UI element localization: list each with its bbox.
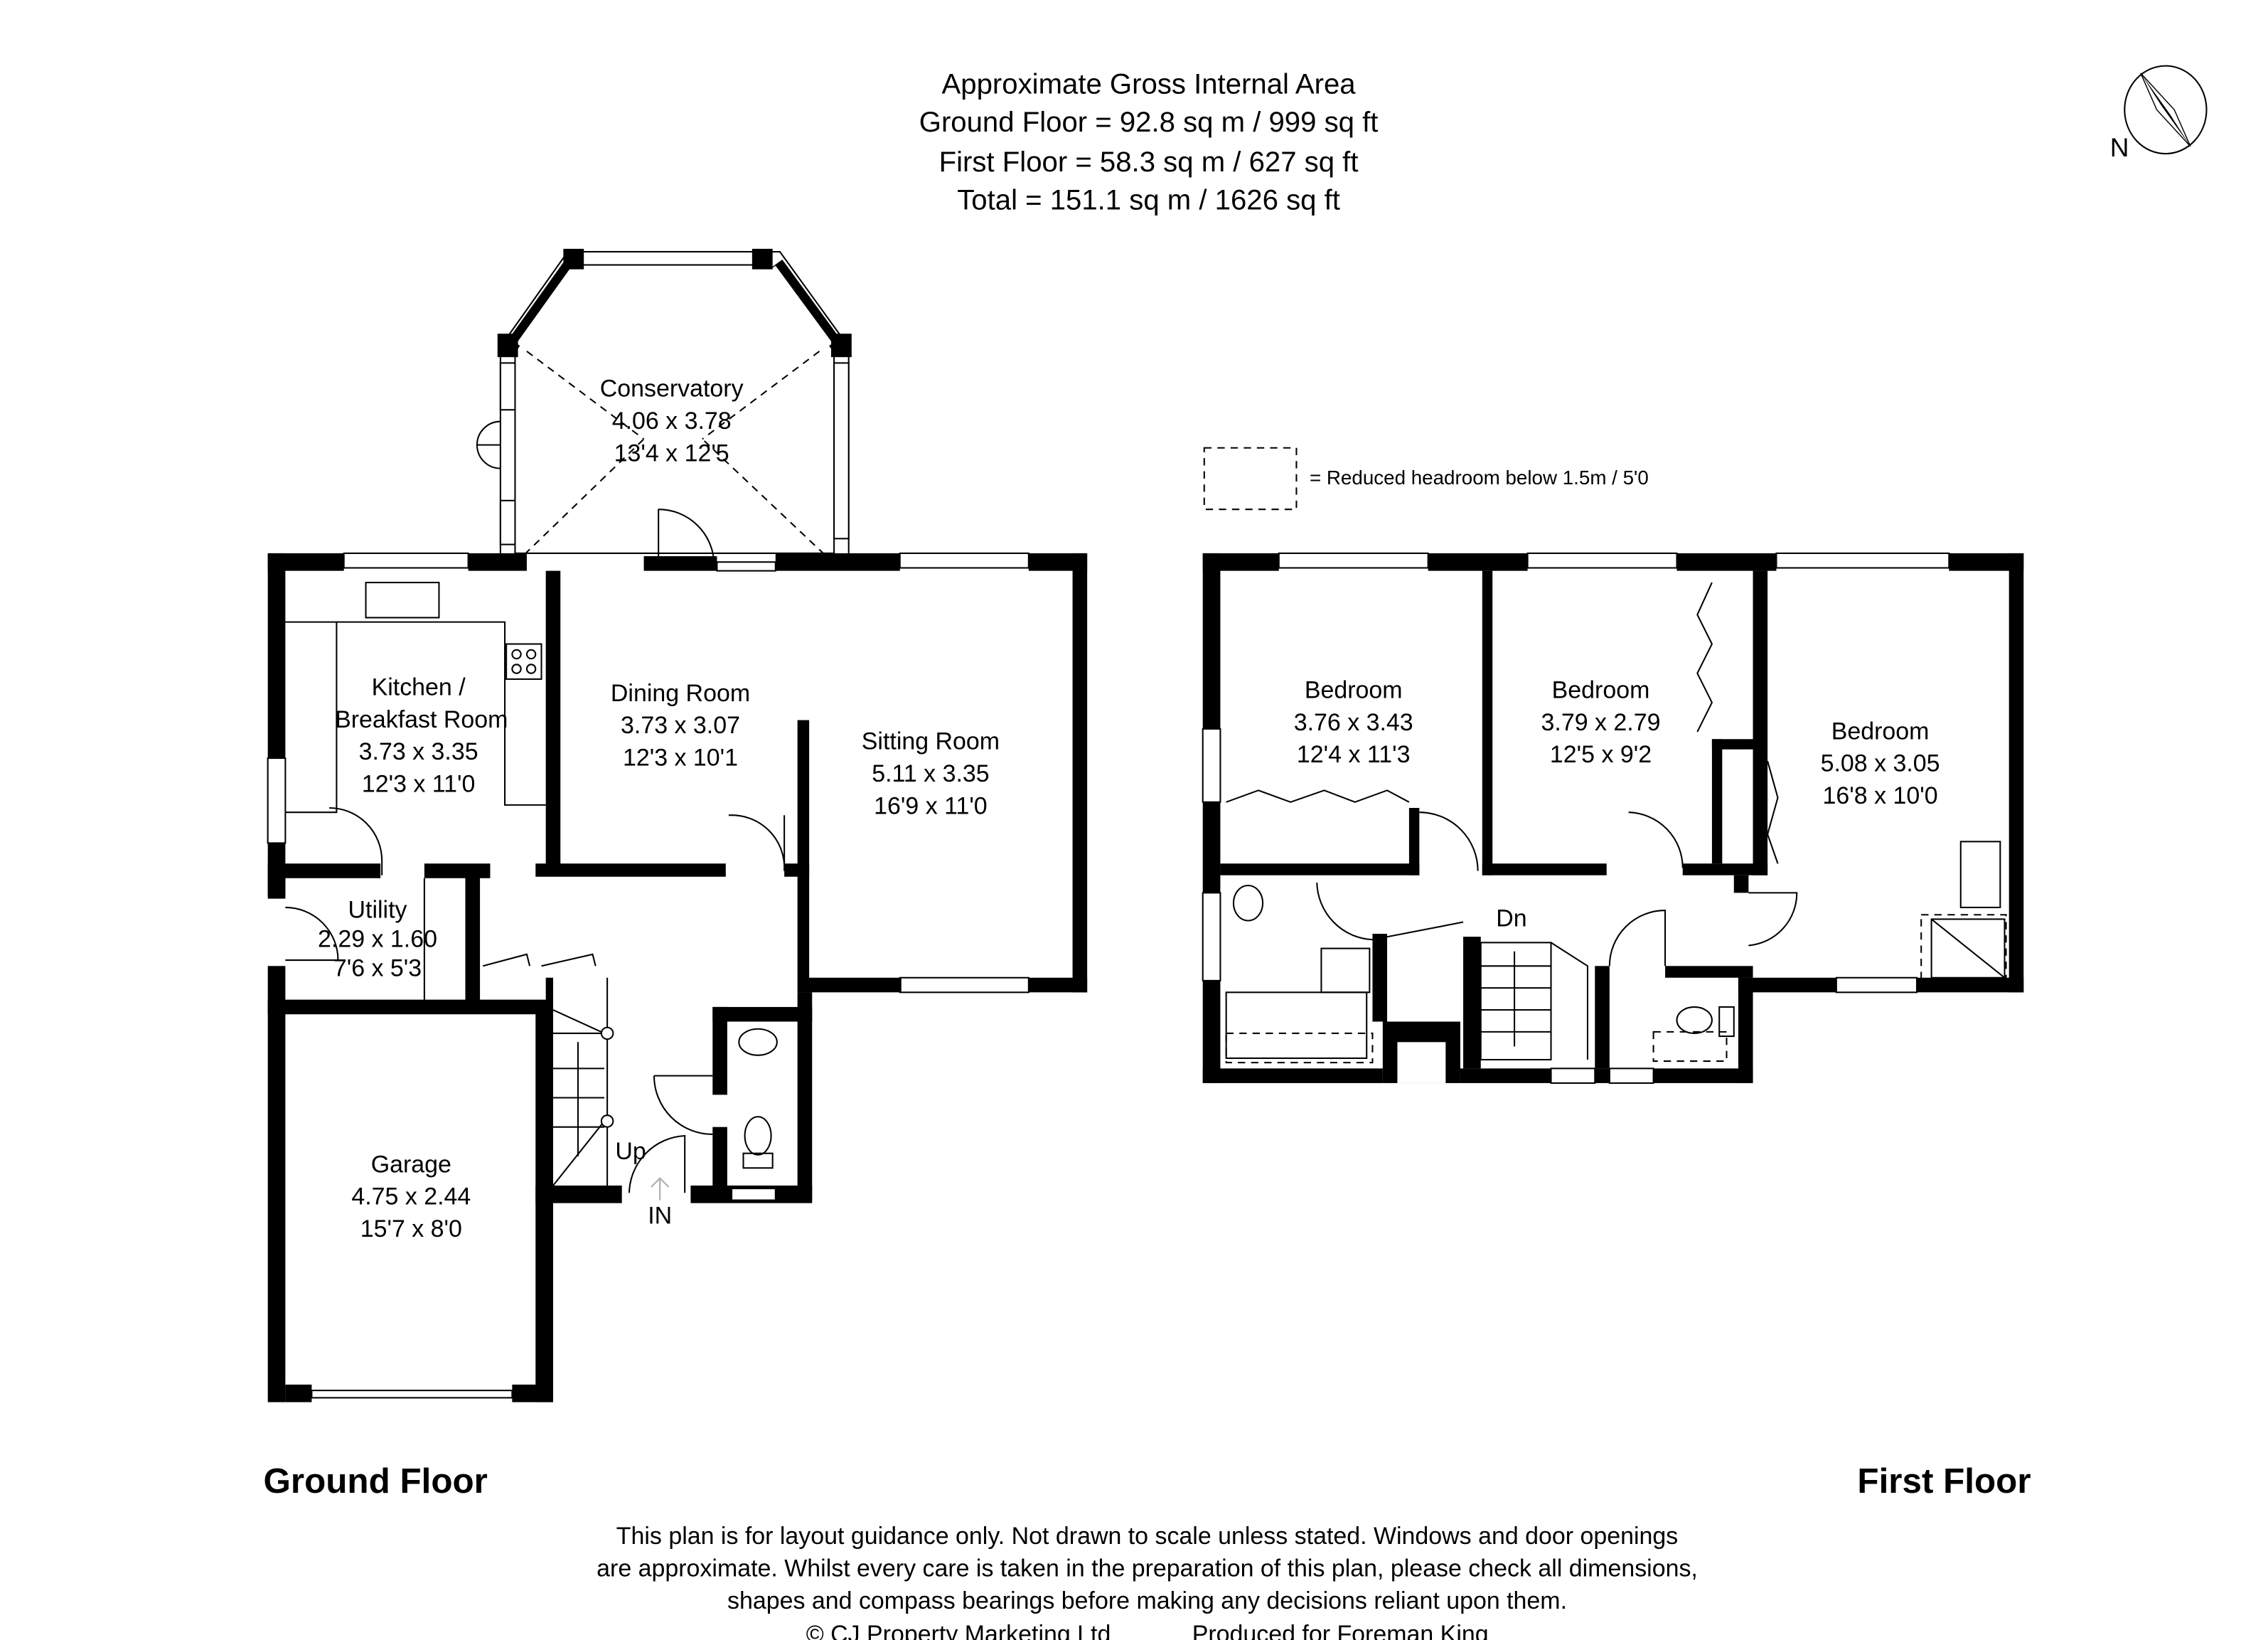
room-dimensions-metric: 3.73 x 3.07: [621, 712, 740, 739]
headroom-legend: = Reduced headroom below 1.5m / 5'0: [1203, 447, 1649, 511]
room-dimensions-metric: 4.75 x 2.44: [351, 1183, 471, 1210]
room-name: Breakfast Room: [335, 706, 508, 733]
room-name: Bedroom: [1831, 718, 1930, 745]
room-name: Conservatory: [600, 376, 744, 403]
ground-floor-area: Ground Floor = 92.8 sq m / 999 sq ft: [919, 106, 1379, 138]
conservatory-walls: [476, 248, 852, 565]
copyright: © CJ Property Marketing Ltd: [806, 1621, 1111, 1640]
first-floor-label: First Floor: [1857, 1461, 2031, 1501]
ground-floor-label: Ground Floor: [263, 1461, 487, 1501]
room-dimensions-metric: 5.08 x 3.05: [1821, 750, 1940, 777]
room-dining: Dining Room 3.73 x 3.07 12'3 x 10'1: [611, 680, 750, 772]
room-bedroom-2: Bedroom 3.79 x 2.79 12'5 x 9'2: [1541, 677, 1661, 769]
first-floor-plan: Dn Bedroom 3.76 x 3.43 12'4 x 11'3 Bedro…: [1202, 552, 2024, 1084]
room-name: Garage: [371, 1151, 451, 1178]
room-name: Kitchen /: [372, 674, 466, 701]
stairs-down-label: Dn: [1496, 905, 1526, 932]
room-dimensions-imperial: 13'4 x 12'5: [614, 440, 729, 467]
room-name: Dining Room: [611, 680, 750, 707]
first-floor-stairs: Dn: [1480, 905, 1589, 1061]
room-name: Utility: [348, 896, 407, 923]
room-dimensions-metric: 5.11 x 3.35: [872, 760, 989, 787]
produced-for: Produced for Foreman King: [1192, 1621, 1489, 1640]
area-summary: Approximate Gross Internal Area Ground F…: [919, 68, 1379, 216]
room-dimensions-imperial: 16'9 x 11'0: [874, 792, 988, 819]
room-dimensions-metric: 3.79 x 2.79: [1541, 709, 1661, 736]
room-dimensions-metric: 3.73 x 3.35: [359, 738, 478, 765]
ground-floor-plan: Up IN Conservatory 4.06 x 3.78 13'4 x 12…: [267, 248, 1088, 1402]
room-dimensions-metric: 4.06 x 3.78: [612, 408, 732, 435]
disclaimer-line: This plan is for layout guidance only. N…: [616, 1523, 1678, 1550]
total-area: Total = 151.1 sq m / 1626 sq ft: [957, 183, 1340, 215]
room-bedroom-3: Bedroom 5.08 x 3.05 16'8 x 10'0: [1821, 718, 1940, 809]
headroom-legend-text: = Reduced headroom below 1.5m / 5'0: [1310, 467, 1649, 489]
room-dimensions-imperial: 12'4 x 11'3: [1297, 741, 1411, 768]
room-dimensions-imperial: 7'6 x 5'3: [333, 955, 422, 982]
ground-floor-stairs: Up: [482, 953, 686, 1193]
room-name: Bedroom: [1305, 677, 1403, 704]
room-utility: Utility 2.29 x 1.60 7'6 x 5'3: [318, 896, 437, 981]
room-dimensions-imperial: 12'5 x 9'2: [1550, 741, 1652, 768]
room-sitting: Sitting Room 5.11 x 3.35 16'9 x 11'0: [862, 728, 1000, 820]
room-dimensions-imperial: 16'8 x 10'0: [1823, 782, 1938, 809]
disclaimer-line: are approximate. Whilst every care is ta…: [597, 1555, 1698, 1582]
room-name: Bedroom: [1552, 677, 1650, 704]
room-conservatory: Conservatory 4.06 x 3.78 13'4 x 12'5: [600, 376, 744, 467]
room-bedroom-1: Bedroom 3.76 x 3.43 12'4 x 11'3: [1294, 677, 1413, 769]
room-dimensions-imperial: 12'3 x 11'0: [362, 770, 476, 797]
first-floor-area: First Floor = 58.3 sq m / 627 sq ft: [939, 146, 1359, 178]
room-garage: Garage 4.75 x 2.44 15'7 x 8'0: [351, 1151, 471, 1242]
compass-north-label: N: [2110, 132, 2129, 162]
area-title: Approximate Gross Internal Area: [942, 68, 1357, 100]
room-dimensions-imperial: 12'3 x 10'1: [623, 744, 738, 771]
room-kitchen: Kitchen / Breakfast Room 3.73 x 3.35 12'…: [335, 674, 508, 798]
room-dimensions-imperial: 15'7 x 8'0: [360, 1215, 462, 1242]
compass-icon: N: [2110, 65, 2208, 162]
room-dimensions-metric: 3.76 x 3.43: [1294, 709, 1413, 736]
room-name: Sitting Room: [862, 728, 1000, 755]
wall: [267, 553, 286, 759]
room-dimensions-metric: 2.29 x 1.60: [318, 926, 437, 953]
stairs-up-label: Up: [615, 1138, 646, 1165]
entrance-label: IN: [648, 1202, 672, 1229]
disclaimer: This plan is for layout guidance only. N…: [597, 1523, 1698, 1640]
disclaimer-line: shapes and compass bearings before makin…: [727, 1587, 1567, 1614]
